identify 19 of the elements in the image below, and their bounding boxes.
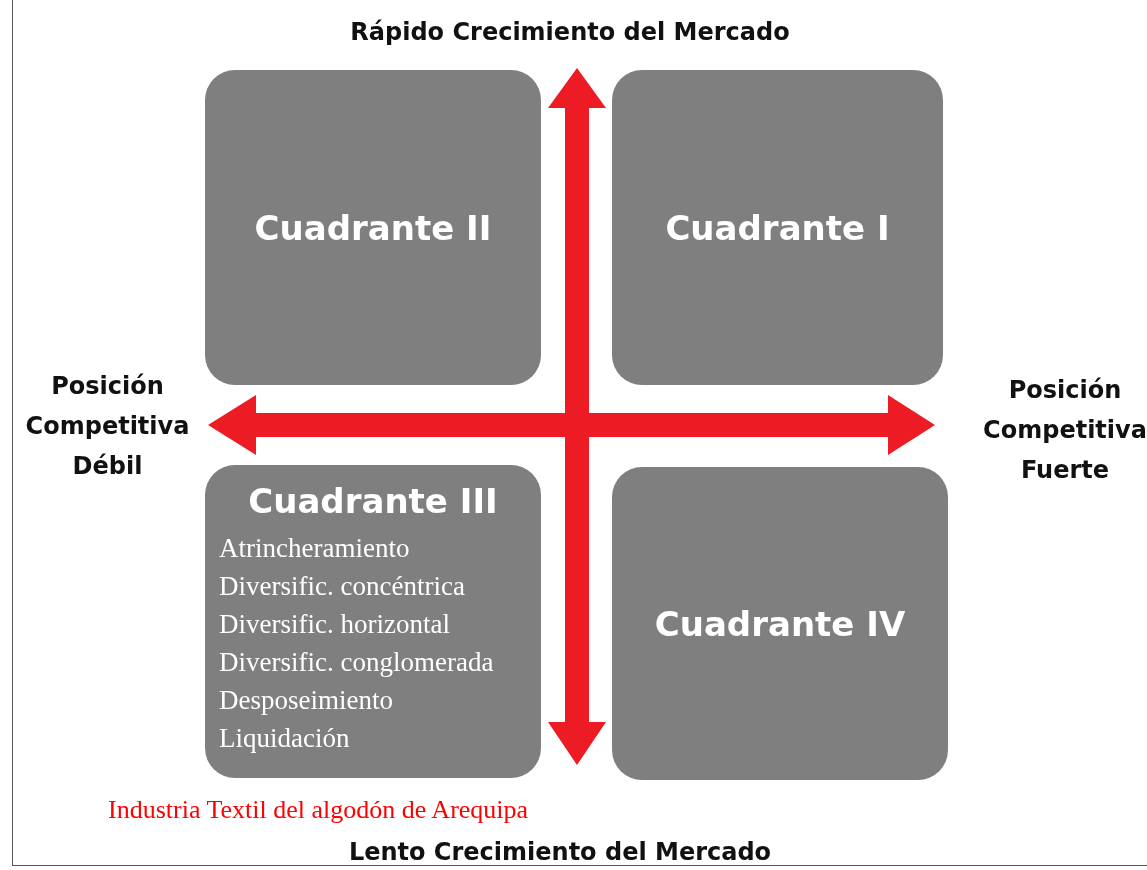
quadrant-heading: Cuadrante II [254,207,492,248]
strategy-item: Diversific. conglomerada [219,646,495,679]
strategy-item: Liquidación [219,722,351,755]
strategy-item: Desposeimiento [219,684,394,717]
quadrant-box [205,70,541,385]
axis-label: Posición Competitiva Fuerte [982,375,1147,486]
quadrant-box [612,467,948,780]
axis-label: Posición Competitiva Débil [24,371,191,482]
quadrant-heading: Cuadrante III [247,481,499,521]
quadrant-box [205,465,541,778]
strategy-item: Diversific. concéntrica [219,570,466,603]
note-text: Industria Textil del algodón de Arequipa [108,794,529,826]
quadrant-heading: Cuadrante IV [654,603,906,644]
strategy-item: Atrincheramiento [219,532,411,565]
quadrant-heading: Cuadrante I [665,207,890,248]
strategy-item: Diversific. horizontal [219,608,451,641]
axis-label: Lento Crecimiento del Mercado [347,837,773,868]
quadrant-box [612,70,943,385]
axis-label: Rápido Crecimiento del Mercado [349,17,791,48]
